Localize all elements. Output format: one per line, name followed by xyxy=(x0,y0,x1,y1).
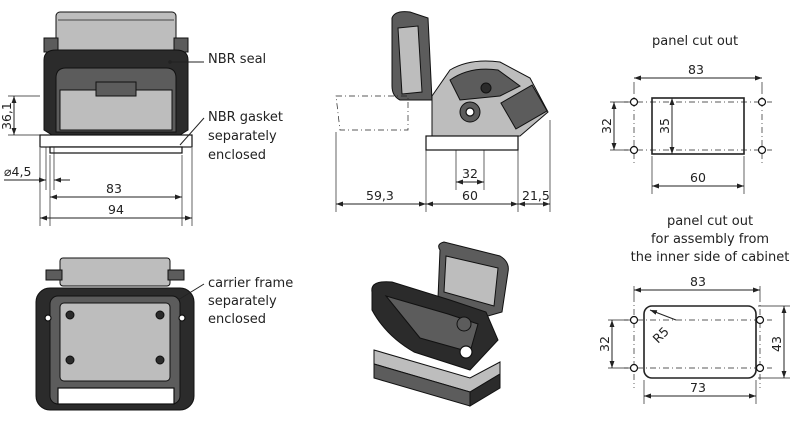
panel-inner-title-line-3: the inner side of cabinet xyxy=(631,250,790,265)
panel-cut-out-title: panel cut out xyxy=(652,34,738,49)
hole-diameter-dim: ⌀4,5 xyxy=(4,164,31,179)
front-inner-width-dim: 83 xyxy=(106,181,122,196)
panel-inner-bottom-width-dim: 73 xyxy=(690,380,706,395)
panel-inner-right-height-dim: 43 xyxy=(769,336,784,352)
nbr-gasket-leader xyxy=(179,117,205,146)
panel-inner-width-dim: 83 xyxy=(690,274,706,289)
panel-inner-radius-dim: R5 xyxy=(650,324,672,346)
carrier-frame-separately: separately xyxy=(208,294,277,309)
front-outer-width-dim: 94 xyxy=(108,202,124,217)
isometric-view-housing xyxy=(371,241,509,407)
panel-inner-title-line-2: for assembly from xyxy=(651,232,769,247)
nbr-gasket-separately: separately xyxy=(208,129,277,144)
bottom-view-housing xyxy=(35,257,195,411)
panel-inner-title-line-1: panel cut out xyxy=(667,214,753,229)
panel-width-dim: 83 xyxy=(688,62,704,77)
panel-cut-out-drawing xyxy=(624,88,772,164)
side-center-width-dim: 32 xyxy=(462,166,478,181)
side-right-dim: 21,5 xyxy=(522,188,550,203)
side-base-dim: 60 xyxy=(462,188,478,203)
nbr-seal-label: NBR seal xyxy=(208,52,266,67)
panel-height-inner-dim: 35 xyxy=(657,118,672,134)
side-left-dim: 59,3 xyxy=(366,188,394,203)
carrier-frame-enclosed: enclosed xyxy=(208,312,266,327)
carrier-frame-leader xyxy=(177,283,205,301)
nbr-gasket-enclosed: enclosed xyxy=(208,148,266,163)
carrier-frame-label: carrier frame xyxy=(208,276,293,291)
panel-inner-left-height-dim: 32 xyxy=(597,336,612,352)
nbr-gasket-label: NBR gasket xyxy=(208,110,283,125)
panel-inner-drawing xyxy=(624,296,772,388)
front-view-housing xyxy=(39,11,193,154)
side-view-housing xyxy=(335,11,549,151)
panel-bottom-width-dim: 60 xyxy=(690,170,706,185)
panel-height-outer-dim: 32 xyxy=(599,118,614,134)
front-height-dim: 36,1 xyxy=(0,102,14,130)
